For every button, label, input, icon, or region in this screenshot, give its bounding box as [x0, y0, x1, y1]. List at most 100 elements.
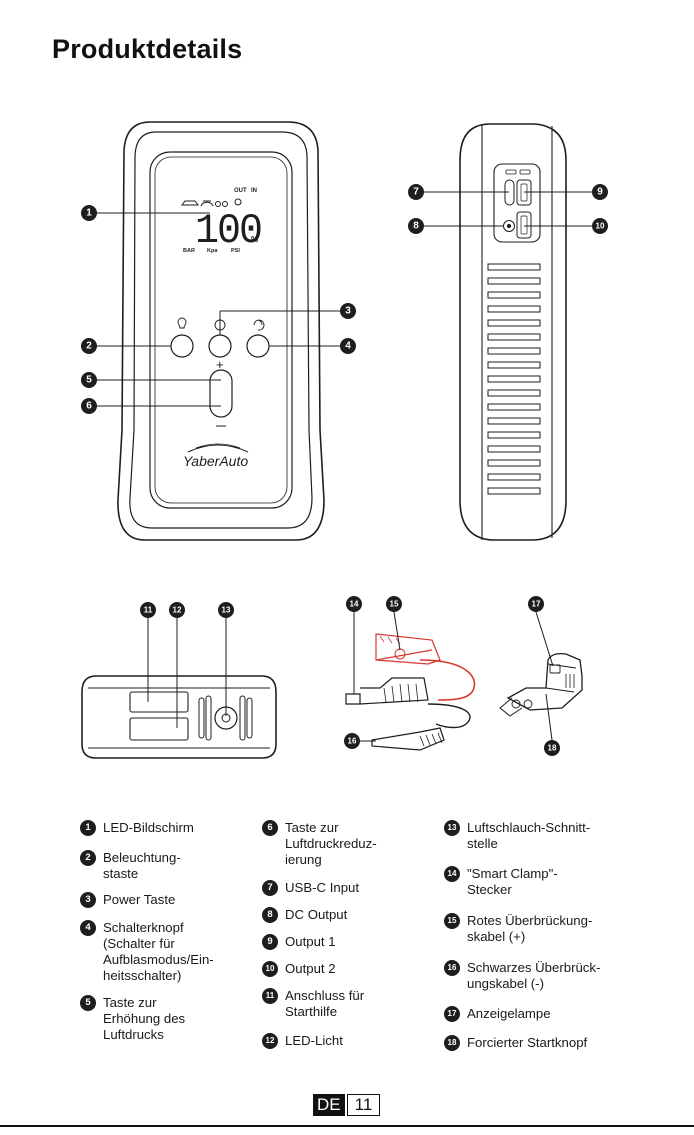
callout-12: 12 — [169, 602, 185, 618]
black-clamp — [371, 727, 445, 751]
dc-output-port — [503, 220, 515, 232]
mode-switch-button[interactable] — [246, 319, 270, 358]
callout-13: 13 — [218, 602, 234, 618]
brand-swoosh — [187, 444, 249, 453]
svg-text:6: 6 — [86, 401, 92, 412]
bottom-vents — [198, 695, 253, 741]
side-grille — [487, 263, 541, 495]
svg-text:10: 10 — [596, 222, 605, 231]
svg-text:8: 8 — [413, 221, 419, 232]
svg-text:14: 14 — [350, 600, 359, 609]
legend-text: Taste zur Erhöhung des Luftdrucks — [103, 995, 186, 1042]
legend-text: Output 2 — [285, 961, 336, 976]
svg-text:5: 5 — [86, 375, 92, 386]
svg-text:11: 11 — [144, 606, 153, 615]
legend-text: Anzeigelampe — [467, 1006, 551, 1021]
callout-4: 4 — [340, 338, 356, 354]
port-panel — [493, 163, 541, 243]
light-button[interactable] — [170, 317, 194, 358]
side-view — [459, 123, 567, 541]
bottom-view — [81, 675, 277, 759]
display-unit: % — [251, 235, 258, 244]
callout-17: 17 — [528, 596, 544, 612]
car-icon — [181, 200, 199, 206]
svg-text:18: 18 — [548, 744, 557, 753]
plus-label: + — [216, 357, 224, 372]
legend-item-7: 7 USB-C Input — [262, 880, 359, 896]
jump-start-port — [129, 691, 189, 713]
page-number: 11 — [346, 1094, 381, 1116]
legend-text: Rotes Überbrückung- skabel (+) — [467, 913, 593, 944]
language-code: DE — [313, 1094, 345, 1116]
legend-badge: 12 — [262, 1033, 278, 1049]
vehicle-mode-icons — [181, 198, 242, 207]
legend-text: Schwarzes Überbrück- ungskabel (-) — [467, 960, 601, 991]
display-in-label: IN — [251, 188, 257, 194]
callout-numbers: 1 2 3 4 5 6 7 8 9 10 11 12 13 14 15 16 1… — [81, 184, 608, 756]
legend-item-17: 17 Anzeigelampe — [444, 1006, 551, 1022]
legend-badge: 18 — [444, 1035, 460, 1051]
legend-text: Power Taste — [103, 892, 176, 907]
callout-10: 10 — [592, 218, 608, 234]
legend-badge: 1 — [80, 820, 96, 836]
output2-port — [516, 211, 532, 239]
bulb-icon — [177, 317, 187, 329]
legend-item-8: 8 DC Output — [262, 907, 347, 923]
svg-text:7: 7 — [413, 187, 419, 198]
front-view: OUT IN 100 % BAR Kpa PSI + YaberAuto — [117, 121, 325, 541]
legend-item-9: 9 Output 1 — [262, 934, 336, 950]
legend-badge: 17 — [444, 1006, 460, 1022]
svg-text:13: 13 — [222, 606, 231, 615]
legend-item-15: 15 Rotes Überbrückung- skabel (+) — [444, 913, 592, 945]
legend-text: LED-Licht — [285, 1033, 343, 1048]
svg-text:3: 3 — [345, 306, 351, 317]
cable-connector — [345, 677, 429, 705]
svg-text:9: 9 — [597, 187, 603, 198]
motorbike-icon — [200, 200, 214, 207]
led-window-right — [519, 169, 531, 175]
black-cable — [427, 703, 471, 729]
footer-rule — [0, 1125, 694, 1127]
legend-text: LED-Bildschirm — [103, 820, 194, 835]
legend-badge: 16 — [444, 960, 460, 976]
display-bar-label: BAR — [183, 248, 195, 254]
callout-2: 2 — [81, 338, 97, 354]
legend-item-14: 14 "Smart Clamp"- Stecker — [444, 866, 558, 898]
front-panel — [149, 151, 293, 509]
legend-text: DC Output — [285, 907, 348, 922]
callout-1: 1 — [81, 205, 97, 221]
legend-item-16: 16 Schwarzes Überbrück- ungskabel (-) — [444, 960, 600, 992]
callout-8: 8 — [408, 218, 424, 234]
legend-badge: 4 — [80, 920, 96, 936]
legend-badge: 3 — [80, 892, 96, 908]
legend-item-5: 5 Taste zur Erhöhung des Luftdrucks — [80, 995, 185, 1043]
bottom-shell — [81, 675, 277, 759]
svg-text:16: 16 — [348, 737, 357, 746]
callout-7: 7 — [408, 184, 424, 200]
legend-badge: 14 — [444, 866, 460, 882]
legend-badge: 10 — [262, 961, 278, 977]
red-cable — [419, 659, 476, 701]
legend-text: Output 1 — [285, 934, 336, 949]
legend-item-2: 2 Beleuchtung- staste — [80, 850, 181, 882]
display-psi-label: PSI — [231, 248, 240, 254]
leader-lines — [96, 191, 592, 742]
callout-14: 14 — [346, 596, 362, 612]
display-kpa-label: Kpa — [207, 248, 218, 254]
legend-badge: 2 — [80, 850, 96, 866]
jumper-cables — [345, 633, 476, 751]
legend-text: Forcierter Startknopf — [467, 1035, 588, 1050]
pressure-rocker-button[interactable] — [209, 369, 233, 418]
bicycle-icon — [215, 201, 221, 207]
display-out-label: OUT — [234, 188, 247, 194]
legend-text: Beleuchtung- staste — [103, 850, 181, 881]
legend-badge: 13 — [444, 820, 460, 836]
legend-text: "Smart Clamp"- Stecker — [467, 866, 558, 897]
page-number-badge: DE 11 — [313, 1094, 381, 1116]
legend-badge: 11 — [262, 988, 278, 1004]
indicator-lamp — [549, 664, 561, 674]
callout-11: 11 — [140, 602, 156, 618]
callout-5: 5 — [81, 372, 97, 388]
side-shell-inner — [481, 124, 553, 540]
